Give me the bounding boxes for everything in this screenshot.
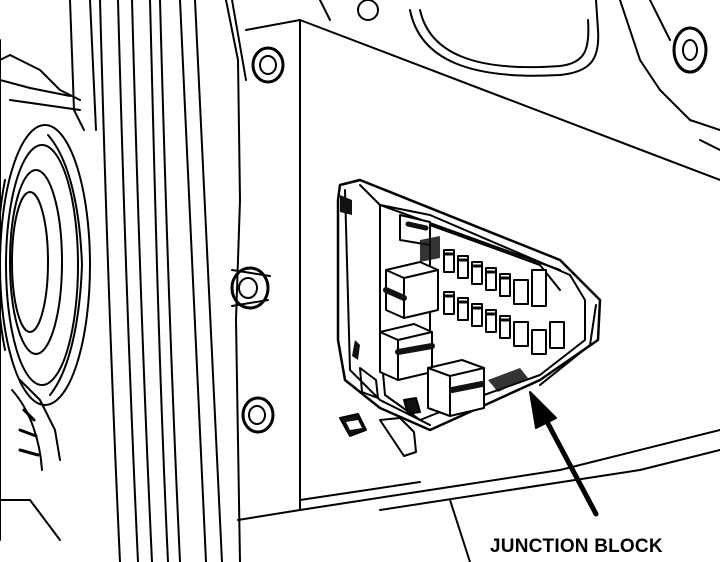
panel-fastener-bottom (241, 396, 275, 434)
fuse-row-upper (443, 249, 547, 307)
fuse-row-lower (443, 291, 565, 355)
panel-fastener-top (251, 46, 285, 84)
upper-fastener (357, 0, 708, 74)
mounting-clip (339, 367, 421, 457)
relay-1 (385, 261, 439, 319)
junction-block (340, 195, 586, 421)
junction-block-label: JUNCTION BLOCK (490, 536, 663, 557)
panel-fastener-middle (230, 266, 271, 310)
door-panel (0, 0, 97, 541)
junction-block-callout-arrow (529, 391, 599, 517)
pillar-trim (99, 0, 247, 562)
door-lower-trim (0, 379, 61, 541)
speaker (0, 124, 91, 406)
quarter-trim-panel (237, 0, 720, 562)
